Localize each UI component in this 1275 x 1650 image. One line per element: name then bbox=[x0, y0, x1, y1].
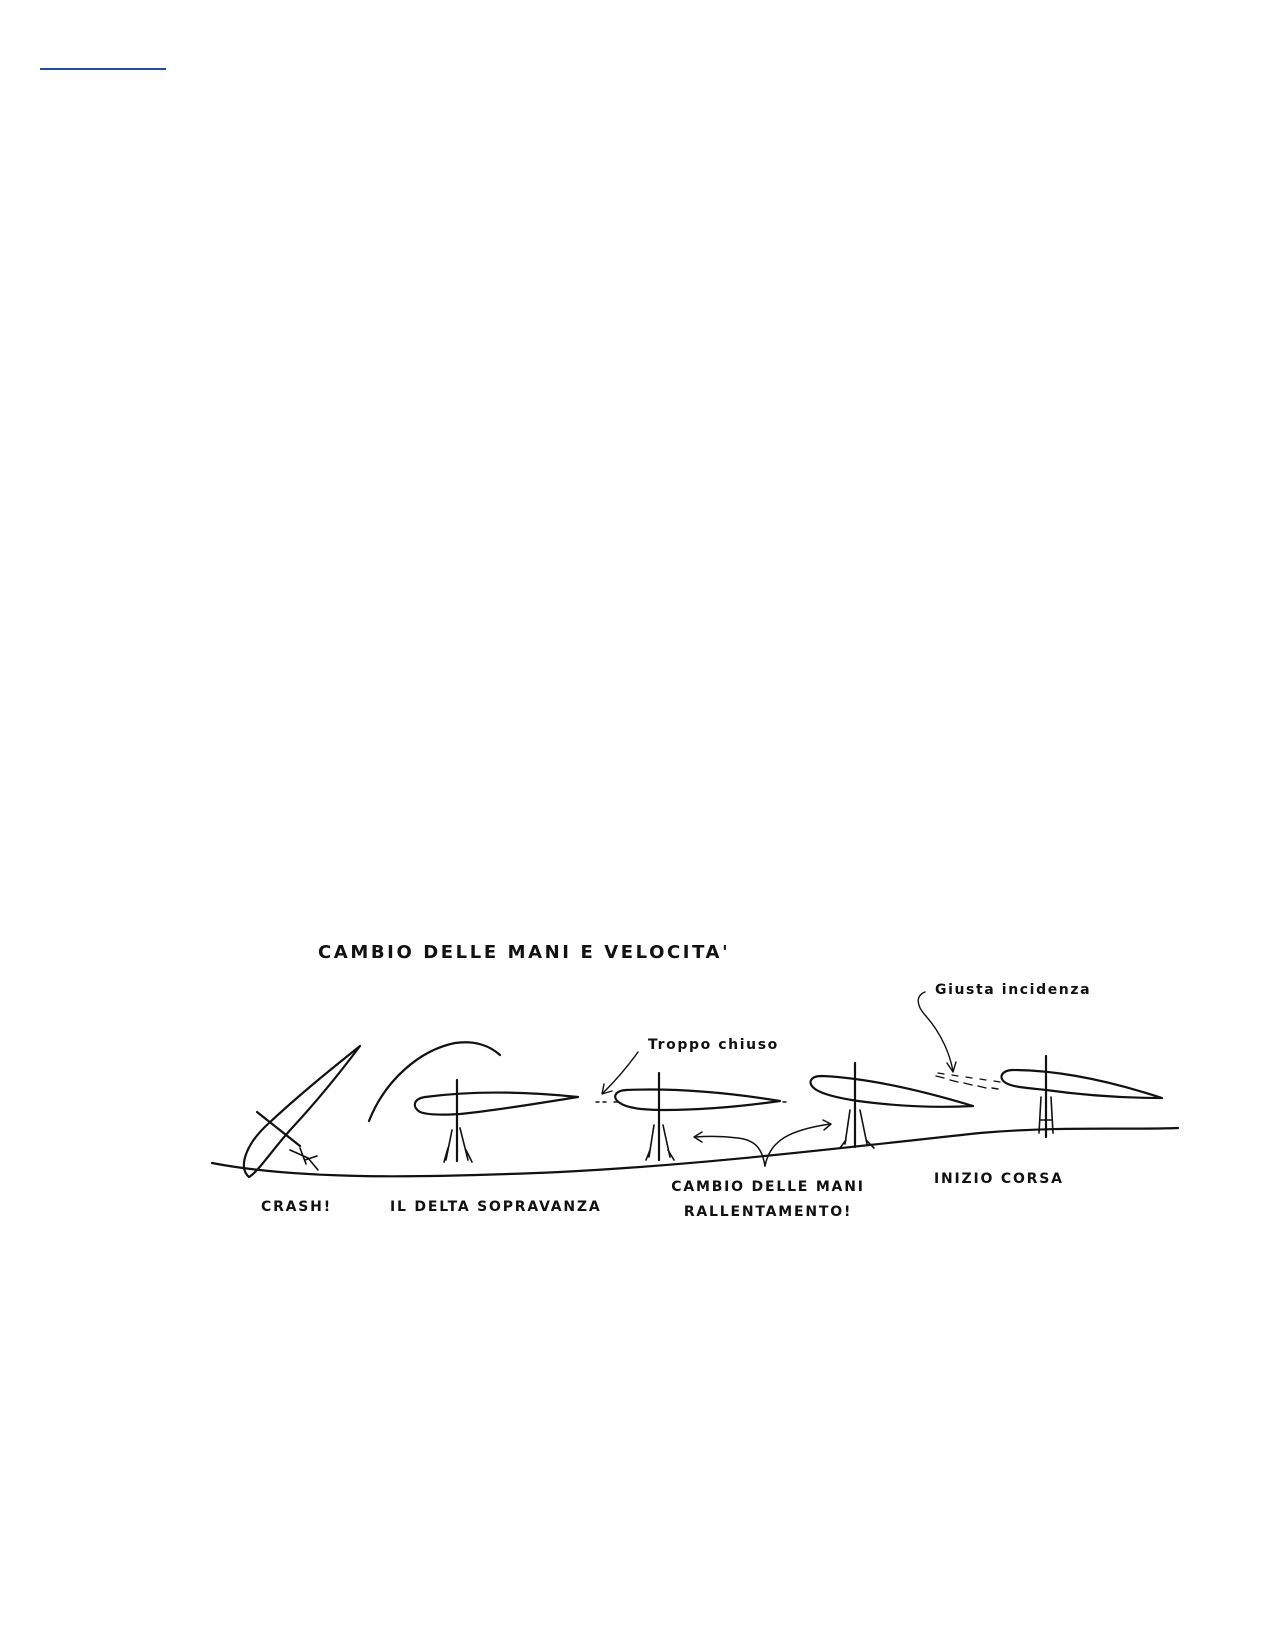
correct-angle-annotation: Giusta incidenza bbox=[935, 982, 1092, 998]
hand-change-caption: CAMBIO DELLE MANI RALLENTAMENTO! bbox=[668, 1175, 868, 1225]
hand-change-caption-line1: CAMBIO DELLE MANI bbox=[671, 1179, 865, 1195]
motion-arc-icon bbox=[367, 1041, 502, 1123]
hand-change-wing-icon bbox=[809, 1061, 999, 1149]
correct-angle-leader-icon bbox=[917, 991, 1001, 1083]
wing-overtakes-caption: IL DELTA SOPRAVANZA bbox=[390, 1199, 602, 1215]
run-start-wing-icon bbox=[1000, 1054, 1164, 1139]
run-start-caption: INIZIO CORSA bbox=[934, 1171, 1064, 1187]
header-link-underline[interactable] bbox=[40, 68, 166, 70]
too-closed-annotation: Troppo chiuso bbox=[648, 1037, 779, 1053]
diagram-title: CAMBIO DELLE MANI E VELOCITA' bbox=[318, 942, 731, 963]
hand-change-caption-line2: RALLENTAMENTO! bbox=[683, 1204, 853, 1220]
too-closed-leader-icon bbox=[601, 1051, 639, 1095]
closed-angle-wing-icon bbox=[595, 1071, 787, 1162]
overtaking-wing-icon bbox=[413, 1078, 580, 1163]
crash-caption: CRASH! bbox=[261, 1199, 332, 1215]
crash-wing-icon bbox=[242, 1044, 362, 1179]
hill-slope-line bbox=[210, 1126, 1180, 1178]
hand-change-arrows-icon bbox=[693, 1119, 832, 1167]
